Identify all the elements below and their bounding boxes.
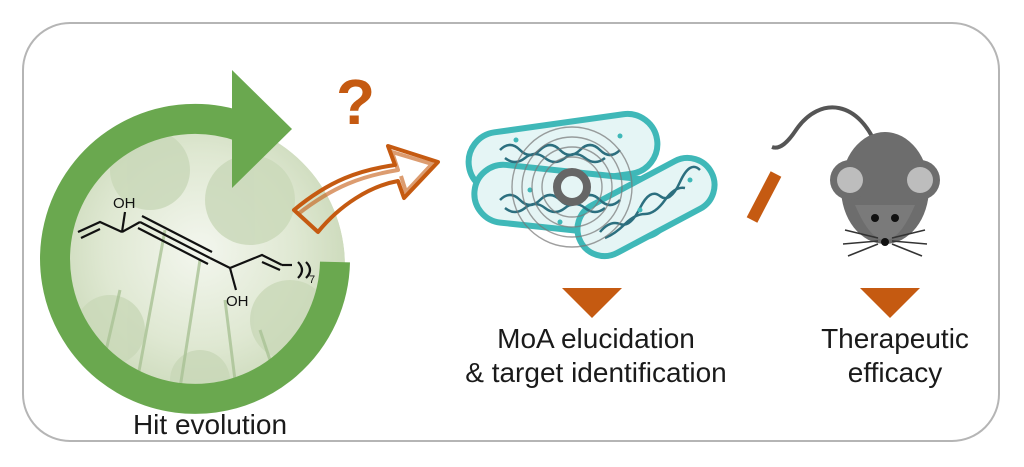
therapeutic-label-line2: efficacy [847,357,943,388]
therapeutic-down-triangle [860,288,920,318]
hydroxyl-top-label: OH [113,195,136,212]
bacteria-icon [465,110,718,260]
forward-arrow-icon [292,144,440,234]
hydroxyl-bottom-label: OH [226,293,249,310]
therapeutic-label-line1: Therapeutic [821,323,969,354]
moa-label-line2: & target identification [465,357,727,388]
chain-index-label: 7 [309,274,315,286]
question-mark: ? [336,66,375,138]
moa-label: MoA elucidation & target identification [436,322,756,390]
therapeutic-label: Therapeutic efficacy [800,322,990,390]
moa-down-triangle [562,288,622,318]
cycle-arrow-icon [40,70,350,414]
moa-label-line1: MoA elucidation [497,323,695,354]
slash-divider [746,171,782,223]
mouse-icon [771,105,940,257]
molecule-structure [77,211,312,291]
hit-evolution-label: Hit evolution [132,409,288,440]
